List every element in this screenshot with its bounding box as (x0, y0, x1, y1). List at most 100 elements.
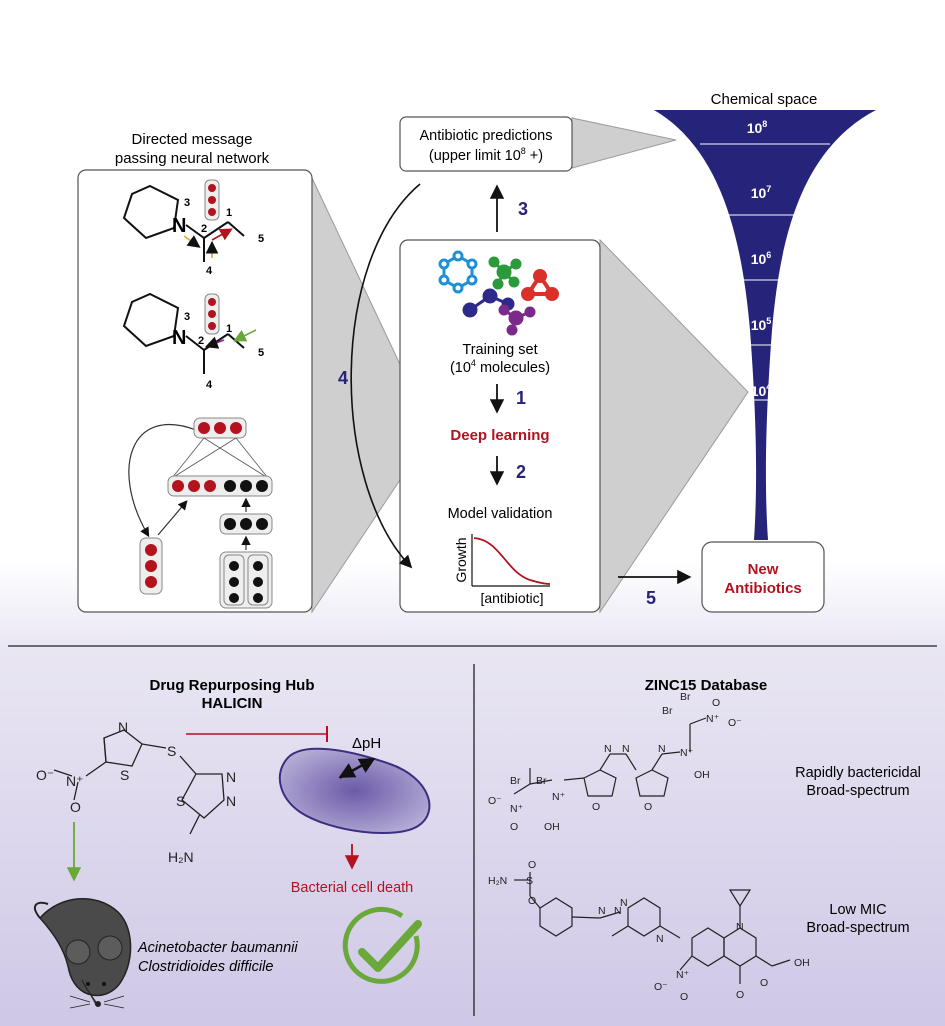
predictions-box (399, 116, 573, 172)
halicin-structure (53, 729, 225, 835)
svg-text:2: 2 (198, 335, 204, 347)
svg-text:O: O (680, 991, 688, 1003)
atom-numbers-1: 1 2 3 4 5 (184, 197, 264, 277)
arrow-step4 (350, 183, 421, 569)
step-label-5: 5 (646, 588, 656, 608)
dmpnn-title-line2: passing neural network (115, 150, 270, 167)
svg-text:3: 3 (184, 311, 190, 323)
svg-text:Br: Br (536, 775, 547, 787)
chemical-space-funnel (654, 110, 876, 540)
funnel-level-label: 105 (751, 316, 772, 333)
step-label-4: 4 (338, 368, 348, 388)
funnel-level-label: 108 (747, 119, 768, 136)
svg-text:S: S (526, 875, 533, 887)
halicin-atoms: N S S O⁻ N⁺ O N N S H₂N (36, 719, 236, 865)
funnel-level-label: 104 (751, 382, 772, 399)
zinc-desc1-line2: Broad-spectrum (806, 783, 909, 799)
svg-text:O: O (70, 799, 81, 815)
atom-N-1: N (172, 215, 186, 237)
species-line2: Clostridioides difficile (138, 959, 273, 975)
message-arrows-2 (205, 329, 257, 349)
zinc-molecule-2-atoms: H₂N S O O N N N N N O OH O O⁻ N⁺ O (488, 859, 810, 1003)
svg-text:2: 2 (201, 223, 207, 235)
zinc-title: ZINC15 Database (645, 677, 768, 694)
svg-text:N: N (620, 897, 628, 909)
svg-text:OH: OH (794, 957, 810, 969)
funnel-dividers (700, 143, 830, 401)
hidden-vector-1 (204, 179, 220, 221)
svg-text:O: O (592, 801, 600, 813)
model-validation-label: Model validation (448, 506, 553, 522)
svg-text:Br: Br (510, 775, 521, 787)
deep-learning-label: Deep learning (450, 427, 549, 444)
svg-text:O⁻: O⁻ (728, 717, 742, 729)
svg-text:N: N (226, 769, 236, 785)
training-line2: (104 molecules) (450, 358, 550, 376)
zinc-desc1-line1: Rapidly bactericidal (795, 765, 921, 781)
svg-text:O: O (760, 977, 768, 989)
zinc-molecule-1-atoms: Br Br O N⁺ O⁻ N⁺ OH N N N O O Br Br O⁻ N… (488, 691, 742, 833)
svg-text:OH: OH (544, 821, 560, 833)
hub-title-line1: Drug Repurposing Hub (150, 677, 315, 694)
new-antibiotics-line1: New (748, 561, 779, 578)
cell-death-label: Bacterial cell death (291, 880, 414, 896)
cone-predictions (571, 117, 677, 169)
svg-text:O: O (528, 859, 536, 871)
svg-text:N: N (604, 743, 612, 755)
message-arrows-1 (183, 228, 233, 258)
svg-text:N⁺: N⁺ (676, 969, 690, 981)
svg-text:N: N (226, 793, 236, 809)
svg-text:O: O (510, 821, 518, 833)
svg-text:O: O (528, 895, 536, 907)
step-label-3: 3 (518, 199, 528, 219)
zinc-molecule-1 (513, 717, 707, 797)
new-antibiotics-box (701, 541, 825, 613)
svg-text:1: 1 (226, 207, 232, 219)
svg-text:N: N (658, 743, 666, 755)
svg-text:N: N (598, 905, 606, 917)
dmpnn-title-line1: Directed message (132, 131, 253, 148)
zinc-desc2-line1: Low MIC (829, 902, 886, 918)
zinc-molecule-2 (514, 872, 791, 984)
svg-text:O: O (644, 801, 652, 813)
svg-text:3: 3 (184, 197, 190, 209)
svg-text:H₂N: H₂N (488, 875, 507, 887)
mouse-icon (33, 898, 132, 1009)
delta-ph-label: ΔpH (352, 735, 381, 752)
svg-text:N: N (656, 933, 664, 945)
growth-plot: Growth [antibiotic] (453, 534, 551, 606)
svg-text:H₂N: H₂N (168, 849, 194, 865)
new-antibiotics-line2: Antibiotics (724, 580, 802, 597)
svg-text:S: S (167, 743, 176, 759)
svg-text:O: O (712, 697, 720, 709)
svg-text:N⁺: N⁺ (706, 713, 720, 725)
check-icon (342, 907, 422, 984)
svg-text:N⁺: N⁺ (552, 791, 566, 803)
neural-network-diagram (128, 417, 273, 609)
chem-space-title: Chemical space (711, 91, 818, 108)
svg-text:S: S (120, 767, 129, 783)
svg-text:5: 5 (258, 233, 264, 245)
antibiotic-axis-label: [antibiotic] (480, 590, 543, 606)
training-box (399, 239, 601, 613)
species-line1: Acinetobacter baumannii (137, 940, 298, 956)
svg-text:4: 4 (206, 265, 213, 277)
dmpnn-molecule-1 (122, 184, 245, 262)
predictions-line1: Antibiotic predictions (420, 128, 553, 144)
dmpnn-box (77, 169, 313, 613)
svg-text:O⁻: O⁻ (654, 981, 668, 993)
svg-text:5: 5 (258, 347, 264, 359)
svg-text:O: O (736, 989, 744, 1001)
svg-text:4: 4 (206, 379, 213, 391)
svg-text:N⁺: N⁺ (510, 803, 524, 815)
svg-text:N: N (614, 905, 622, 917)
svg-text:N: N (118, 719, 128, 735)
funnel-level-label: 106 (751, 250, 772, 267)
svg-text:N⁺: N⁺ (680, 747, 694, 759)
svg-text:N: N (622, 743, 630, 755)
growth-axis-label: Growth (453, 537, 469, 582)
svg-text:S: S (176, 793, 185, 809)
zinc-desc2-line2: Broad-spectrum (806, 920, 909, 936)
bacterial-cell (278, 747, 431, 835)
svg-text:N: N (736, 921, 744, 933)
